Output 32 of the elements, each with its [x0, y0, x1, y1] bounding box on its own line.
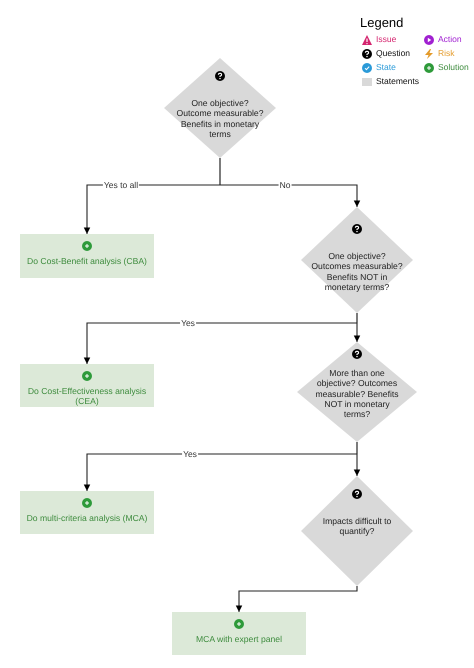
solution-box [20, 491, 154, 534]
legend-label: Risk [438, 48, 455, 58]
legend-label: Solution [438, 62, 469, 72]
arrow [236, 586, 358, 612]
solution-box [172, 612, 306, 655]
edge-label: Yes [182, 449, 198, 459]
decision-diamond [297, 342, 417, 442]
decision-diamond [301, 476, 413, 586]
decision-diamond [301, 207, 413, 313]
question-text: More than one objective? Outcomes measurable? Benefits NOT in monetary terms? [314, 368, 400, 420]
solution-box [20, 234, 154, 278]
solution-text: Do multi-criteria analysis (MCA) [26, 513, 148, 524]
solution-box [20, 364, 154, 407]
legend-title: Legend [360, 15, 404, 30]
legend-label: Statements [376, 76, 419, 86]
legend-label: Action [438, 34, 462, 44]
legend-label: Question [376, 48, 410, 58]
question-text: One objective? Outcome measurable? Benefits in monetary terms [176, 98, 264, 140]
solution-text: Do Cost-Benefit analysis (CBA) [26, 256, 148, 266]
legend-label: State [376, 62, 396, 72]
solution-text: MCA with expert panel [195, 634, 283, 644]
solution-text: Do Cost-Effectiveness analysis (CEA) [26, 386, 148, 407]
arrow [354, 442, 360, 476]
arrow [219, 158, 360, 207]
edge-label: Yes [180, 318, 196, 328]
legend-label: Issue [376, 34, 396, 44]
arrow [354, 313, 360, 342]
decision-diamond [164, 58, 276, 158]
edge-label: Yes to all [102, 180, 140, 190]
question-text: One objective? Outcomes measurable? Benefits NOT in monetary terms? [310, 251, 404, 292]
edge-label: No [278, 180, 292, 190]
question-text: Impacts difficult to quantify? [322, 516, 392, 537]
